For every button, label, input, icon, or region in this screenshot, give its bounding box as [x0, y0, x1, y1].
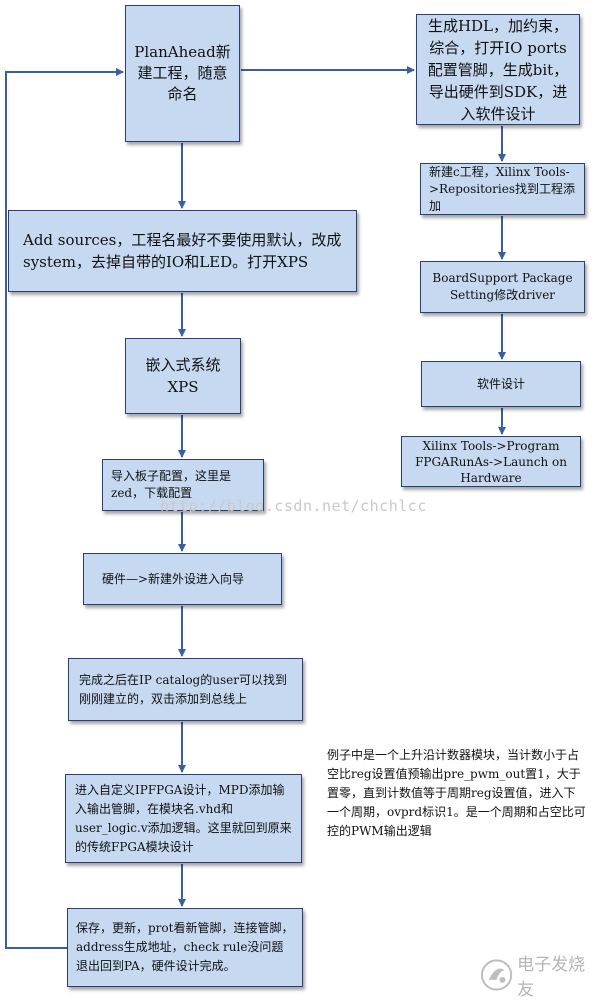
- box-program-fpga: Xilinx Tools->Program FPGARunAs->Launch …: [401, 436, 581, 487]
- box-import-board-text: 导入板子配置，这里是zed，下载配置: [111, 469, 232, 500]
- box-software-design-text: 软件设计: [476, 376, 525, 391]
- box-planahead-text: PlanAhead新建工程，随意命名: [134, 43, 231, 103]
- box-gen-hdl-text: 生成HDL，加约束，综合，打开IO ports配置管脚，生成bit，导出硬件到S…: [427, 16, 569, 123]
- elecfans-logo: 电子发烧友: [480, 950, 600, 1000]
- box-bsp-setting-text: BoardSupport Package Setting修改driver: [432, 271, 573, 302]
- logo-mark-icon: [480, 959, 513, 991]
- box-import-board: 导入板子配置，这里是zed，下载配置: [102, 459, 264, 511]
- box-hardware-wizard: 硬件—>新建外设进入向导: [83, 553, 282, 605]
- box-xps-line1: 嵌入式系统: [145, 356, 221, 374]
- box-planahead: PlanAhead新建工程，随意命名: [125, 5, 240, 142]
- box-bsp-setting: BoardSupport Package Setting修改driver: [420, 261, 585, 313]
- box-new-c-project-text: 新建c工程，Xilinx Tools->Repositories找到工程添加: [429, 164, 575, 213]
- box-xps-line2: XPS: [167, 378, 199, 396]
- box-xps: 嵌入式系统 XPS: [125, 338, 241, 414]
- box-program-fpga-text: Xilinx Tools->Program FPGARunAs->Launch …: [415, 438, 567, 485]
- logo-text: 电子发烧友: [517, 955, 586, 1000]
- box-custom-ip: 进入自定义IPFPGA设计，MPD添加输入输出管脚，在模块名.vhd和user_…: [65, 774, 302, 863]
- box-ip-catalog-text: 完成之后在IP catalog的user可以找到刚刚建立的，双击添加到总线上: [79, 672, 287, 706]
- box-save-update-text: 保存，更新，prot看新管脚，连接管脚，address生成地址，check ru…: [76, 921, 294, 973]
- box-gen-hdl: 生成HDL，加约束，综合，打开IO ports配置管脚，生成bit，导出硬件到S…: [416, 14, 580, 125]
- arrow-save-update-loop-to-planahead: [5, 68, 124, 949]
- box-add-sources: Add sources，工程名最好不要使用默认，改成system，去掉自带的IO…: [8, 210, 357, 292]
- box-hardware-wizard-text: 硬件—>新建外设进入向导: [102, 571, 245, 586]
- box-new-c-project: 新建c工程，Xilinx Tools->Repositories找到工程添加: [420, 163, 585, 215]
- watermark-url: http://blog.csdn.net/chchlcc: [160, 497, 427, 515]
- box-add-sources-text: Add sources，工程名最好不要使用默认，改成system，去掉自带的IO…: [23, 231, 342, 271]
- box-software-design: 软件设计: [421, 361, 581, 407]
- box-custom-ip-text: 进入自定义IPFPGA设计，MPD添加输入输出管脚，在模块名.vhd和user_…: [75, 782, 292, 854]
- box-xps-text: 嵌入式系统 XPS: [132, 354, 234, 398]
- box-ip-catalog: 完成之后在IP catalog的user可以找到刚刚建立的，双击添加到总线上: [68, 658, 303, 721]
- pwm-note: 例子中是一个上升沿计数器模块，当计数小于占空比reg设置值预输出pre_pwm_…: [327, 748, 586, 838]
- box-save-update: 保存，更新，prot看新管脚，连接管脚，address生成地址，check ru…: [67, 908, 303, 987]
